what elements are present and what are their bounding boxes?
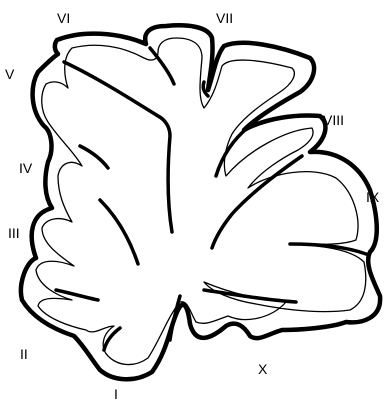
- lobule-label-vi: VI: [57, 10, 70, 26]
- lobule-label-v: V: [5, 66, 15, 82]
- lobule-label-ix: IX: [366, 189, 380, 205]
- lobule-label-ii: II: [20, 346, 28, 362]
- lobule-label-i: I: [114, 386, 118, 402]
- lobule-label-iv: IV: [19, 160, 33, 176]
- lobule-label-vii: VII: [216, 10, 233, 26]
- lobule-label-iii: III: [8, 225, 20, 241]
- lobule-label-x: X: [258, 361, 268, 377]
- lobule-label-viii: VIII: [323, 112, 344, 128]
